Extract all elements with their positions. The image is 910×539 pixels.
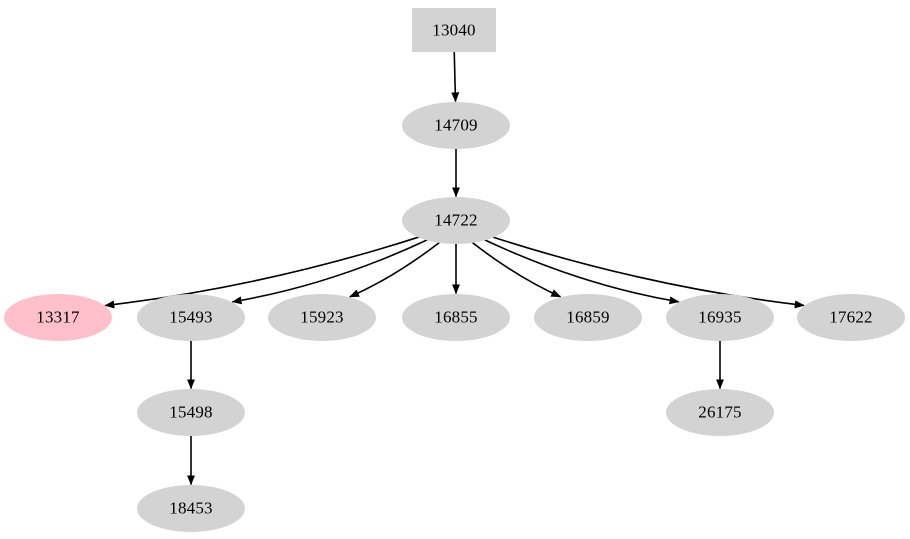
graph-node-label: 16855 [434, 307, 478, 326]
graph-node-14722[interactable]: 14722 [402, 196, 510, 244]
graph-node-15498[interactable]: 15498 [137, 388, 245, 436]
graph-edge-14722-to-16935 [484, 239, 680, 305]
graph-edge-14722-to-15493 [231, 239, 428, 305]
graph-node-label: 15923 [300, 307, 344, 326]
graph-node-17622[interactable]: 17622 [797, 293, 905, 341]
graph-node-13317[interactable]: 13317 [4, 293, 112, 341]
graph-edge-14722-to-15923 [349, 241, 441, 298]
graph-node-label: 16859 [566, 307, 610, 326]
graph-node-label: 14722 [434, 210, 478, 229]
graph-node-16859[interactable]: 16859 [534, 293, 642, 341]
graph-node-label: 14709 [434, 115, 478, 134]
graph-node-label: 18453 [169, 498, 213, 517]
graph-node-16855[interactable]: 16855 [402, 293, 510, 341]
graph-node-26175[interactable]: 26175 [666, 388, 774, 436]
graph-node-16935[interactable]: 16935 [666, 293, 774, 341]
graph-node-label: 17622 [829, 307, 873, 326]
graph-node-label: 26175 [698, 402, 742, 421]
graph-node-15923[interactable]: 15923 [268, 293, 376, 341]
graph-edge-14722-to-16859 [471, 241, 562, 298]
graph-node-label: 15498 [169, 402, 213, 421]
graph-node-label: 13317 [36, 307, 80, 326]
graph-node-15493[interactable]: 15493 [137, 293, 245, 341]
graph-node-label: 15493 [169, 307, 213, 326]
graph-node-14709[interactable]: 14709 [402, 101, 510, 149]
graph-edge-14722-to-17622 [492, 236, 805, 309]
graph-edge-13040-to-14709 [451, 51, 460, 103]
graph-node-label: 16935 [698, 307, 742, 326]
graph-edge-14722-to-13317 [104, 236, 420, 309]
graph-node-label: 13040 [432, 20, 476, 39]
graph-node-13040[interactable]: 13040 [412, 8, 496, 52]
graph-node-18453[interactable]: 18453 [137, 484, 245, 532]
